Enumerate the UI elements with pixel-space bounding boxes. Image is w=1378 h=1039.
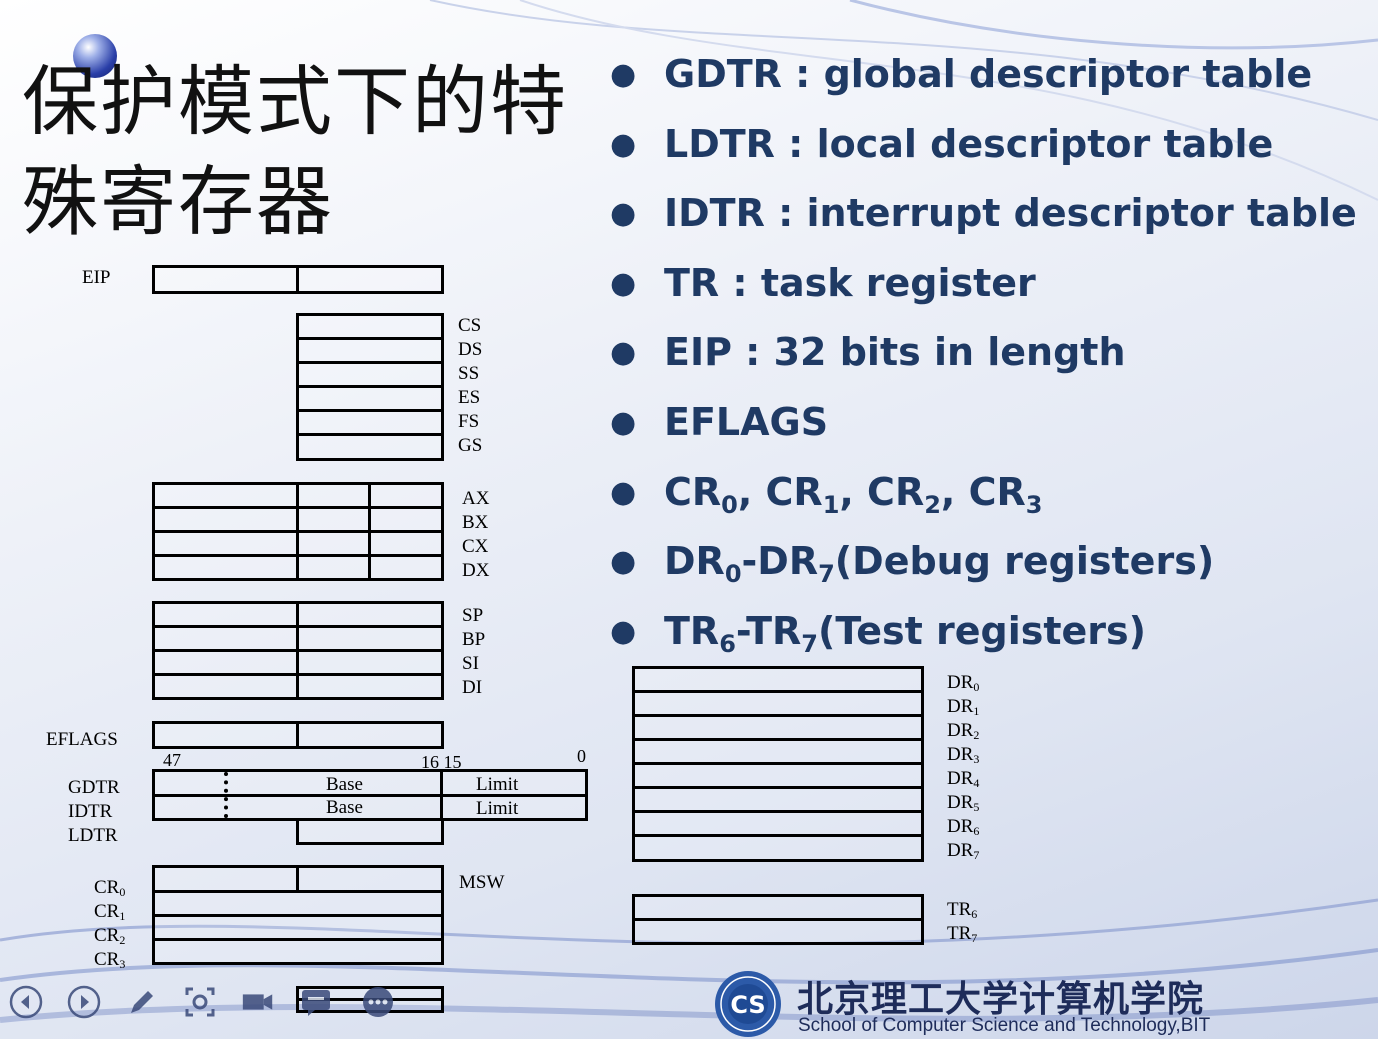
cr1-label: CR1 <box>94 901 126 923</box>
bullet-text: CR0, CR1, CR2, CR3 <box>664 469 1043 519</box>
bit-16-15-label: 16 15 <box>421 752 462 772</box>
bit-47-label: 47 <box>163 750 181 770</box>
dr5-label: DR5 <box>947 792 980 814</box>
bullet-dot-icon: ● <box>610 126 637 162</box>
dr4-label: DR4 <box>947 768 980 790</box>
gs-label: GS <box>458 435 483 456</box>
bullet-text: TR6-TR7(Test registers) <box>664 608 1147 658</box>
comment-icon[interactable] <box>298 984 334 1020</box>
bp-label: BP <box>462 629 486 650</box>
bullet-text: GDTR : global descriptor table <box>664 52 1313 96</box>
bullet-dot-icon: ● <box>610 196 637 232</box>
si-label: SI <box>462 653 479 674</box>
ds-label: DS <box>458 339 483 360</box>
more-icon[interactable] <box>360 984 396 1020</box>
bullet-dot-icon: ● <box>610 57 637 92</box>
school-name-en: School of Computer Science and Technolog… <box>798 1015 1211 1036</box>
eflags-label: EFLAGS <box>46 729 118 750</box>
title-line-2: 殊寄存器 <box>22 157 334 246</box>
dotted-divider <box>224 772 228 818</box>
school-name-cn: 北京理工大学计算机学院 <box>797 979 1205 1020</box>
bx-label: BX <box>462 512 489 533</box>
idtr-base-label: Base <box>326 797 363 818</box>
title-line-1: 保护模式下的特 <box>22 57 568 146</box>
bullet-text: DR0-DR7(Debug registers) <box>664 539 1215 589</box>
cr3-label: CR3 <box>94 949 126 971</box>
idtr-limit-label: Limit <box>476 798 519 819</box>
next-icon[interactable] <box>66 984 102 1020</box>
cr2-label: CR2 <box>94 925 126 947</box>
ldtr-label: LDTR <box>68 825 118 846</box>
tr6-label: TR6 <box>947 899 978 921</box>
bullet-dot-icon: ● <box>610 335 637 371</box>
school-logo-icon: CS <box>715 971 781 1037</box>
gdtr-label: GDTR <box>68 777 120 798</box>
pen-icon[interactable] <box>124 984 160 1020</box>
bullet-dot-icon: ● <box>610 474 637 510</box>
bullet-dot-icon: ● <box>610 404 637 440</box>
gdtr-base-label: Base <box>326 774 363 795</box>
eip-divider <box>296 265 299 294</box>
fs-label: FS <box>458 411 480 432</box>
dr1-label: DR1 <box>947 696 980 718</box>
prev-icon[interactable] <box>8 984 44 1020</box>
bit-0-label: 0 <box>577 746 586 766</box>
cx-label: CX <box>462 536 489 557</box>
idtr-label: IDTR <box>68 801 113 822</box>
es-label: ES <box>458 387 481 408</box>
dr7-label: DR7 <box>947 840 980 862</box>
gdtr-limit-label: Limit <box>476 774 519 795</box>
bullet-text: LDTR : local descriptor table <box>664 121 1274 166</box>
ss-label: SS <box>458 363 480 384</box>
bullet-dot-icon: ● <box>610 613 637 649</box>
zoom-icon[interactable] <box>182 984 218 1020</box>
bullet-dot-icon: ● <box>610 265 637 301</box>
sp-label: SP <box>462 605 484 626</box>
bullet-text: TR : task register <box>664 260 1036 305</box>
ax-label: AX <box>462 488 490 509</box>
dx-label: DX <box>462 560 490 581</box>
dr0-label: DR0 <box>947 672 980 694</box>
cr0-label: CR0 <box>94 877 126 899</box>
dr2-label: DR2 <box>947 720 980 742</box>
eip-label: EIP <box>82 267 111 288</box>
svg-text:CS: CS <box>730 991 765 1019</box>
bullet-text: EIP : 32 bits in length <box>664 330 1126 375</box>
bullet-text: IDTR : interrupt descriptor table <box>664 191 1357 236</box>
tr7-label: TR7 <box>947 923 978 945</box>
dr3-label: DR3 <box>947 744 980 766</box>
decorative-sphere <box>73 34 117 78</box>
bullet-dot-icon: ● <box>610 544 637 580</box>
msw-label: MSW <box>459 872 505 893</box>
cs-label: CS <box>458 315 482 336</box>
dr6-label: DR6 <box>947 816 980 838</box>
camera-icon[interactable] <box>240 984 276 1020</box>
di-label: DI <box>462 677 483 698</box>
slide-title: 保护模式下的特 殊寄存器 <box>22 52 602 252</box>
ldtr-register <box>296 818 444 845</box>
bullet-text: EFLAGS <box>664 399 829 444</box>
